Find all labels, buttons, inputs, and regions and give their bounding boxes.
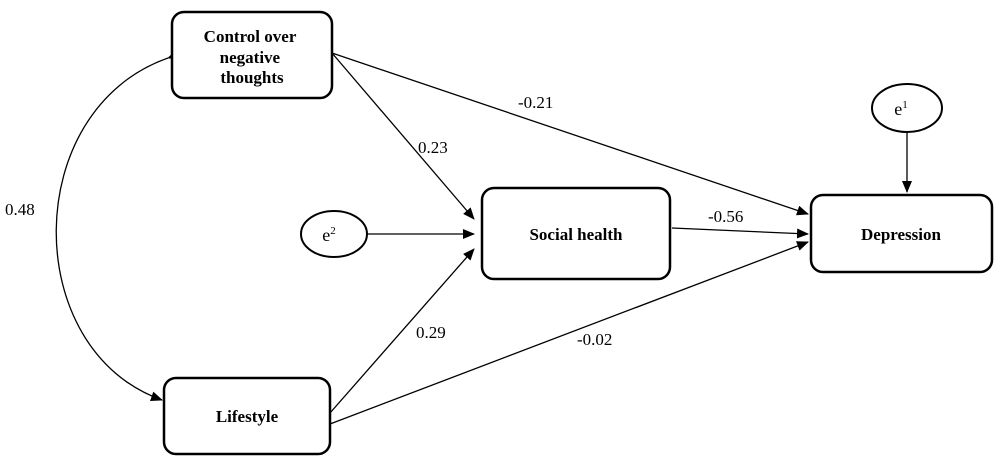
path-social-to-depression [671, 227, 809, 239]
path-control-to-social [331, 52, 475, 220]
node-lifestyle-label: Lifestyle [216, 407, 279, 426]
coef-control-to-depression: -0.21 [518, 93, 553, 112]
path-lifestyle-to-social [329, 248, 475, 414]
e1-superscript: 1 [902, 99, 908, 111]
svg-text:e1: e1 [894, 99, 908, 119]
path-control-to-depression [331, 52, 809, 216]
coef-control-to-social: 0.23 [418, 138, 448, 157]
node-control-line-3: thoughts [220, 68, 284, 87]
node-social-health-label: Social health [529, 225, 623, 244]
coef-control-lifestyle-correlation: 0.48 [5, 200, 35, 219]
node-depression-label: Depression [861, 225, 942, 244]
coef-lifestyle-to-social: 0.29 [416, 323, 446, 342]
e1-base: e [894, 99, 902, 119]
coef-lifestyle-to-depression: -0.02 [577, 330, 612, 349]
e2-superscript: 2 [330, 225, 336, 237]
error-term-e2: e2 [300, 210, 368, 258]
coef-social-to-depression: -0.56 [708, 207, 743, 226]
path-lifestyle-to-depression [329, 241, 809, 425]
node-control-line-2: negative [220, 48, 281, 67]
error-term-e1: e1 [871, 83, 943, 133]
node-control-line-1: Control over [204, 27, 297, 46]
svg-text:e2: e2 [322, 225, 336, 245]
node-control-over-negative-thoughts: Control over negative thoughts [170, 10, 334, 100]
node-depression: Depression [809, 193, 994, 274]
node-lifestyle: Lifestyle [162, 376, 332, 456]
e2-base: e [322, 225, 330, 245]
node-social-health: Social health [480, 186, 672, 281]
path-control-lifestyle-correlation [55, 49, 181, 402]
svg-text:Control over negative: Control over negative thoughts [204, 27, 301, 87]
